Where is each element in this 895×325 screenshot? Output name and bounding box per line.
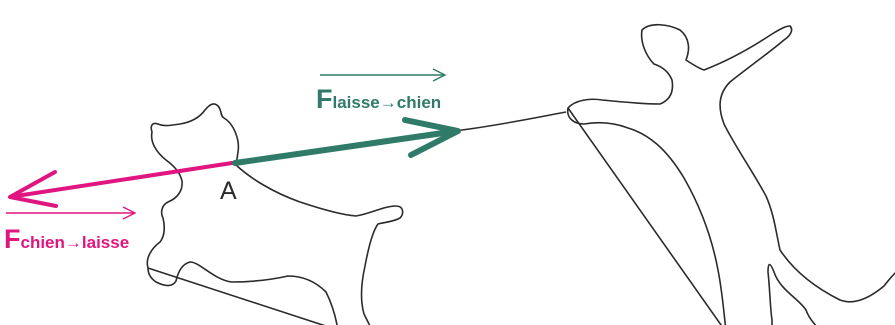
subscript-to: chien [396,93,442,112]
dog-outline [146,103,404,325]
person-outline [566,23,895,325]
subscript-from: chien [20,233,65,252]
point-a-label: A [220,177,237,205]
label-overarrow-pink-head [122,206,137,220]
force-leash-on-dog-vector [232,129,453,166]
subscript-from: laisse [332,93,380,112]
subscript-arrow: → [379,93,397,112]
force-dog-on-leash-label: Fchien→laisse [4,226,129,253]
force-leash-on-dog-label: Flaisse→chien [316,86,441,113]
force-symbol: F [316,84,333,114]
label-overarrow-green-head [432,68,447,82]
force-dog-on-leash-vector [14,161,234,198]
force-dog-on-leash-arrowhead [8,170,58,208]
subscript-to: laisse [81,233,130,252]
subscript-arrow: → [64,233,82,252]
force-symbol: F [4,224,21,254]
leash [233,111,567,164]
force-leash-on-dog-arrowhead [402,117,461,158]
